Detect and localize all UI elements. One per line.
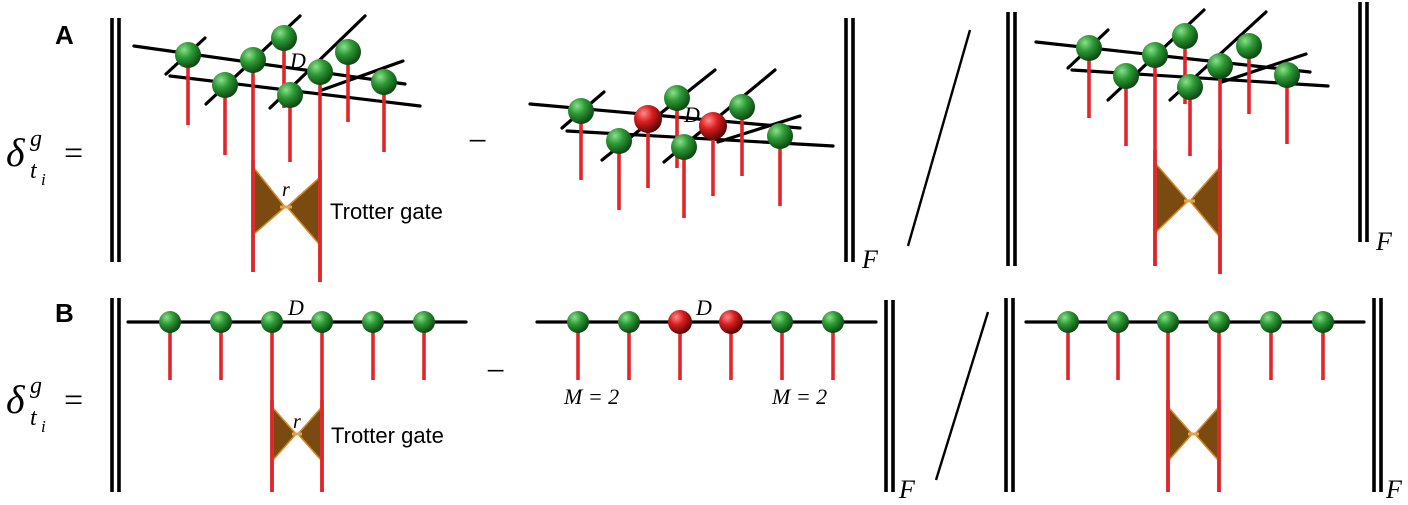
tensor-site (606, 128, 632, 154)
panel-a: A δ g t i = (6, 2, 1393, 282)
site-annotation-left: M = 2 (563, 384, 619, 409)
tensor-site (175, 42, 201, 68)
tensor-site (371, 69, 397, 95)
lhs-equation-a: δ g t i = (6, 126, 83, 189)
tensor-site (362, 311, 384, 333)
norm-left-bar-b (110, 298, 121, 492)
bond-dimension-label: D (695, 295, 712, 320)
minus-sign: − (468, 123, 487, 160)
norm-left-bar-b-den (1004, 298, 1015, 492)
tensor-site (1177, 74, 1203, 100)
frobenius-subscript: F (861, 245, 879, 274)
delta-superscript: g (30, 373, 42, 399)
peps-denominator (1034, 8, 1330, 274)
tensor-site (271, 25, 297, 51)
norm-right-bar-a (844, 18, 855, 262)
tensor-site (1207, 53, 1233, 79)
norm-right-bar-b (884, 300, 895, 492)
tensor-site (568, 98, 594, 124)
tensor-site (1208, 311, 1230, 333)
tensor-site (729, 94, 755, 120)
tensor-site (822, 311, 844, 333)
delta-superscript: g (30, 126, 42, 152)
frobenius-subscript: F (1375, 227, 1393, 256)
gate-bond-label: r (293, 411, 301, 433)
tensor-site (1113, 63, 1139, 89)
tensor-site (1236, 33, 1262, 59)
delta-subsubscript: i (41, 417, 46, 436)
norm-left-bar-a-den (1006, 12, 1017, 266)
tensor-site (567, 311, 589, 333)
lhs-equation-b: δ g t i = (6, 373, 83, 436)
tensor-site (671, 134, 697, 160)
bond-dimension-label: D (683, 102, 700, 127)
delta-subscript: t (30, 158, 38, 184)
trotter-gate-caption: Trotter gate (331, 423, 444, 448)
frobenius-subscript: F (1385, 475, 1403, 504)
delta-symbol: δ (6, 130, 26, 175)
trotter-gate-caption: Trotter gate (330, 199, 443, 224)
tensor-site (1312, 311, 1334, 333)
tensor-site (618, 311, 640, 333)
tensor-site (771, 311, 793, 333)
tensor-site (1260, 311, 1282, 333)
delta-symbol: δ (6, 377, 26, 422)
minus-sign: − (486, 353, 505, 390)
delta-subsubscript: i (41, 170, 46, 189)
tensor-site (767, 123, 793, 149)
updated-tensor-site (699, 112, 727, 140)
norm-right-bar-a-den (1358, 2, 1369, 242)
site-annotation-right: M = 2 (771, 384, 827, 409)
tensor-site (413, 311, 435, 333)
tensor-site (212, 72, 238, 98)
tensor-site (335, 39, 361, 65)
panel-label-b: B (55, 298, 74, 328)
tensor-site (1076, 35, 1102, 61)
updated-tensor-site (719, 310, 743, 334)
tensor-site (210, 311, 232, 333)
tensor-site (277, 82, 303, 108)
norm-right-bar-b-den (1372, 298, 1383, 492)
tensor-site (1142, 42, 1168, 68)
peps-with-gate: D r Trotter gate (132, 14, 443, 282)
peps-updated: D (528, 68, 835, 218)
trotter-gate (1166, 400, 1221, 492)
division-slash (934, 311, 990, 481)
tensor-site (664, 85, 690, 111)
delta-subscript: t (30, 405, 38, 431)
tensor-site (1274, 62, 1300, 88)
tensor-site (159, 311, 181, 333)
tensor-site (311, 311, 333, 333)
tensor-site (1107, 311, 1129, 333)
equals-sign: = (64, 382, 83, 419)
trotter-gate (251, 160, 322, 282)
mps-denominator (1024, 311, 1366, 492)
equals-sign: = (64, 135, 83, 172)
updated-tensor-site (668, 310, 692, 334)
mps-with-gate: D r Trotter gate (126, 295, 468, 492)
panel-label-a: A (55, 20, 74, 50)
updated-tensor-site (634, 105, 662, 133)
panel-b: B δ g t i = D (6, 295, 1403, 504)
tensor-site (307, 59, 333, 85)
tensor-site (1172, 23, 1198, 49)
tensor-site (1057, 311, 1079, 333)
bond-dimension-label: D (289, 48, 306, 73)
mps-updated: D M = 2 M = 2 (535, 295, 878, 409)
gate-bond-label: r (282, 179, 290, 201)
trotter-gate (270, 400, 324, 492)
tensor-site (240, 47, 266, 73)
bond-dimension-label: D (287, 295, 304, 320)
division-slash (906, 29, 972, 247)
frobenius-subscript: F (898, 475, 916, 504)
norm-left-bar-a (110, 18, 121, 262)
tensor-site (261, 311, 283, 333)
trotter-gate (1153, 150, 1222, 274)
tensor-site (1157, 311, 1179, 333)
